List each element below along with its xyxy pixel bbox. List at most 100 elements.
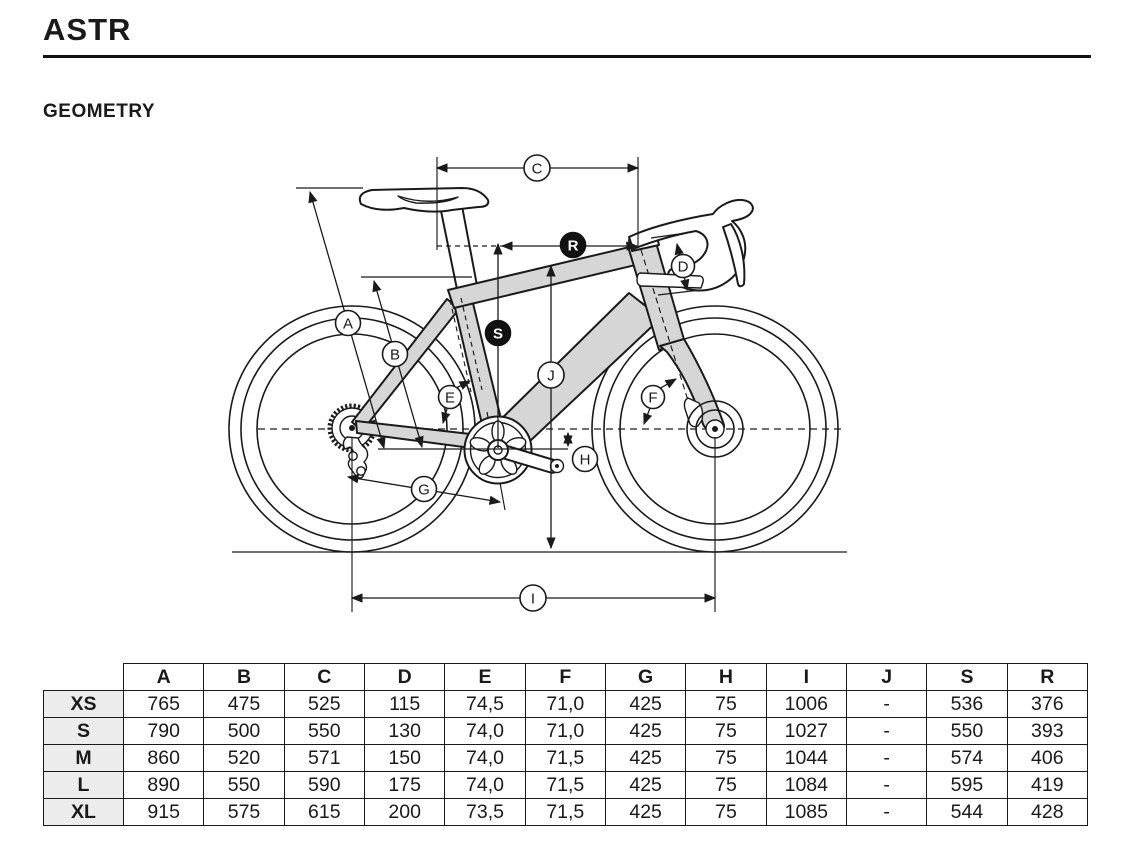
value-cell: 115 xyxy=(363,690,446,718)
value-cell: 615 xyxy=(283,798,365,826)
measure-F-arrow-up xyxy=(658,378,678,390)
value-cell: 425 xyxy=(604,771,687,799)
svg-text:S: S xyxy=(493,325,503,342)
value-cell: 1085 xyxy=(765,798,847,826)
label-D-badge: D xyxy=(670,253,696,279)
label-I-badge: I xyxy=(519,584,547,612)
value-cell: 425 xyxy=(604,744,687,772)
value-cell: 590 xyxy=(283,771,365,799)
value-cell: 71,0 xyxy=(524,690,606,718)
section-title: GEOMETRY xyxy=(43,101,156,122)
value-cell: 75 xyxy=(685,690,767,718)
label-F-badge: F xyxy=(640,384,666,410)
measure-E-arrow-up xyxy=(455,380,472,390)
crankset xyxy=(463,415,565,485)
value-cell: 500 xyxy=(203,717,285,745)
label-C-badge: C xyxy=(523,154,551,182)
value-cell: - xyxy=(845,717,928,745)
value-cell: - xyxy=(845,798,928,826)
column-header: A xyxy=(122,663,205,691)
column-header: J xyxy=(845,663,928,691)
size-cell: XL xyxy=(43,798,124,826)
column-header: I xyxy=(765,663,847,691)
svg-text:E: E xyxy=(445,389,455,406)
label-G-badge: G xyxy=(410,475,438,503)
value-cell: 74,0 xyxy=(444,717,526,745)
value-cell: - xyxy=(845,744,928,772)
brake-lever xyxy=(722,223,746,288)
column-header: E xyxy=(444,663,526,691)
rear-hub xyxy=(349,425,355,431)
value-cell: 75 xyxy=(685,744,767,772)
value-cell: 860 xyxy=(122,744,205,772)
value-cell: - xyxy=(845,771,928,799)
value-cell: 1084 xyxy=(765,771,847,799)
value-cell: 1044 xyxy=(765,744,847,772)
label-J-badge: J xyxy=(537,361,565,389)
saddle xyxy=(358,187,490,213)
label-B-badge: B xyxy=(381,340,409,368)
label-R-badge: R xyxy=(559,231,587,259)
value-cell: 525 xyxy=(283,690,365,718)
value-cell: 200 xyxy=(363,798,446,826)
value-cell: 74,0 xyxy=(444,744,526,772)
column-header: H xyxy=(685,663,767,691)
page-title: ASTR xyxy=(43,12,132,47)
value-cell: - xyxy=(845,690,928,718)
column-header: B xyxy=(203,663,285,691)
measure-F-arrow-down xyxy=(643,407,653,426)
value-cell: 406 xyxy=(1006,744,1089,772)
column-header: G xyxy=(604,663,687,691)
handlebar xyxy=(628,198,754,292)
value-cell: 765 xyxy=(122,690,205,718)
value-cell: 393 xyxy=(1006,717,1089,745)
svg-text:A: A xyxy=(343,315,353,332)
seatpost-insertion-dashes xyxy=(449,297,483,393)
svg-text:D: D xyxy=(678,258,689,275)
size-cell: L xyxy=(43,771,124,799)
label-A-badge: A xyxy=(334,309,362,337)
value-cell: 419 xyxy=(1006,771,1089,799)
svg-text:R: R xyxy=(568,237,579,254)
value-cell: 536 xyxy=(926,690,1008,718)
value-cell: 71,5 xyxy=(524,771,606,799)
size-cell: XS xyxy=(43,690,124,718)
column-header: R xyxy=(1006,663,1089,691)
top-tube xyxy=(447,244,645,309)
value-cell: 915 xyxy=(122,798,205,826)
svg-text:B: B xyxy=(390,346,400,363)
value-cell: 890 xyxy=(122,771,205,799)
value-cell: 425 xyxy=(604,798,687,826)
value-cell: 574 xyxy=(926,744,1008,772)
value-cell: 428 xyxy=(1006,798,1089,826)
value-cell: 550 xyxy=(203,771,285,799)
svg-text:G: G xyxy=(418,481,430,498)
value-cell: 175 xyxy=(363,771,446,799)
value-cell: 550 xyxy=(926,717,1008,745)
label-S-badge: S xyxy=(484,319,512,347)
size-cell: S xyxy=(43,717,124,745)
svg-text:I: I xyxy=(531,590,535,607)
value-cell: 595 xyxy=(926,771,1008,799)
column-header: D xyxy=(363,663,446,691)
value-cell: 475 xyxy=(203,690,285,718)
value-cell: 1027 xyxy=(765,717,847,745)
value-cell: 520 xyxy=(203,744,285,772)
value-cell: 75 xyxy=(685,798,767,826)
value-cell: 73,5 xyxy=(444,798,526,826)
value-cell: 544 xyxy=(926,798,1008,826)
value-cell: 1006 xyxy=(765,690,847,718)
value-cell: 571 xyxy=(283,744,365,772)
measure-E-arrow-down xyxy=(441,408,451,425)
value-cell: 75 xyxy=(685,771,767,799)
svg-text:F: F xyxy=(648,389,657,406)
column-header: S xyxy=(926,663,1008,691)
size-cell: M xyxy=(43,744,124,772)
